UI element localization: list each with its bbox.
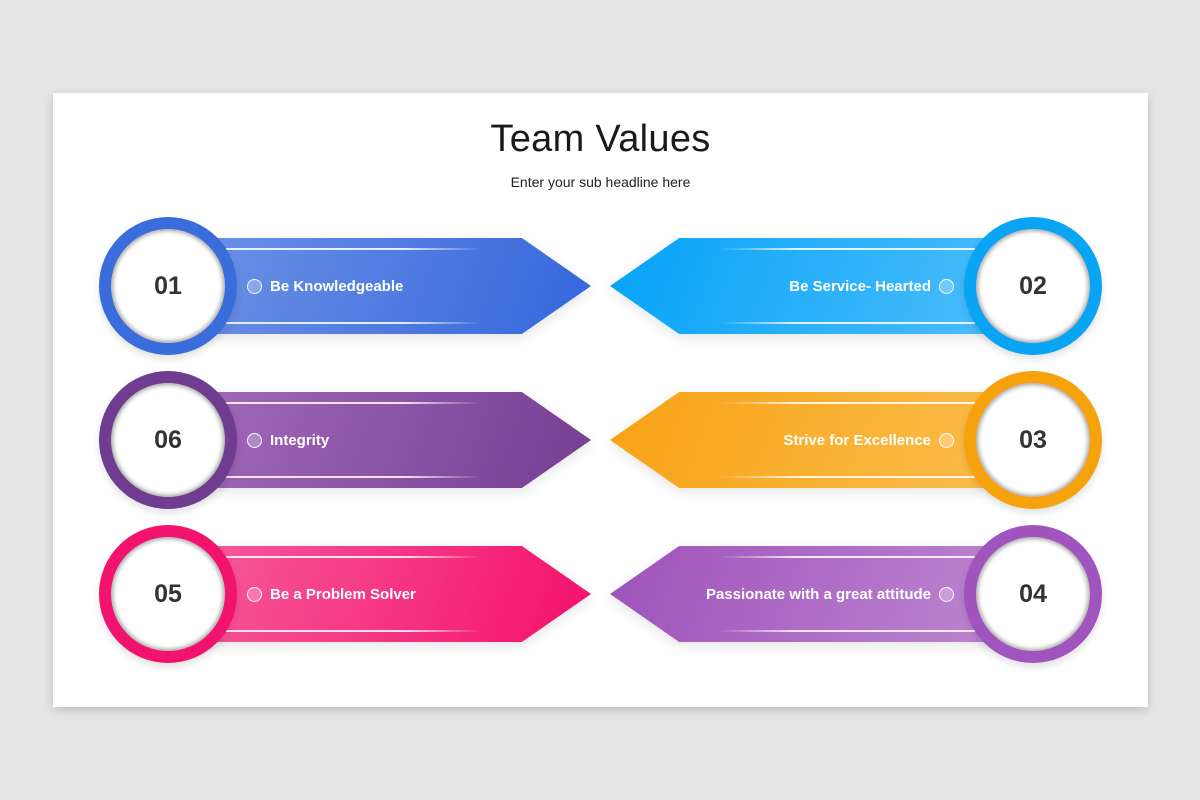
number-badge: 06	[99, 371, 237, 509]
divider-line	[171, 630, 483, 632]
divider-line	[718, 248, 1030, 250]
divider-line	[718, 630, 1030, 632]
value-item-02: Be Service- Hearted 02	[610, 217, 1102, 355]
bullet-circle-icon	[939, 586, 954, 602]
value-item-03: Strive for Excellence 03	[610, 371, 1102, 509]
number-badge: 01	[99, 217, 237, 355]
value-item-05: Be a Problem Solver 05	[99, 525, 591, 663]
bullet-circle-icon	[247, 432, 262, 448]
divider-line	[171, 556, 483, 558]
value-number: 06	[111, 383, 225, 497]
number-badge: 05	[99, 525, 237, 663]
value-label: Passionate with a great attitude	[705, 585, 931, 603]
value-number: 05	[111, 537, 225, 651]
bullet-circle-icon	[247, 586, 262, 602]
bullet-circle-icon	[247, 278, 262, 294]
divider-line	[171, 322, 483, 324]
bullet-circle-icon	[939, 432, 954, 448]
value-label: Integrity	[270, 431, 330, 449]
value-label: Be Knowledgeable	[270, 277, 404, 295]
value-item-06: Integrity 06	[99, 371, 591, 509]
value-label: Be a Problem Solver	[270, 585, 416, 603]
value-item-01: Be Knowledgeable 01	[99, 217, 591, 355]
value-banner: Integrity	[159, 392, 591, 488]
number-badge: 04	[964, 525, 1102, 663]
number-badge: 02	[964, 217, 1102, 355]
value-banner: Passionate with a great attitude	[610, 546, 1042, 642]
slide-subtitle: Enter your sub headline here	[510, 174, 691, 190]
value-item-04: Passionate with a great attitude 04	[610, 525, 1102, 663]
number-badge: 03	[964, 371, 1102, 509]
value-number: 02	[976, 229, 1090, 343]
value-label: Strive for Excellence	[783, 431, 931, 449]
divider-line	[718, 322, 1030, 324]
value-number: 03	[976, 383, 1090, 497]
value-number: 01	[111, 229, 225, 343]
divider-line	[718, 556, 1030, 558]
divider-line	[718, 402, 1030, 404]
slide: Team Values Enter your sub headline here…	[53, 93, 1148, 707]
value-label: Be Service- Hearted	[789, 277, 931, 295]
slide-title: Team Values	[490, 118, 711, 160]
divider-line	[718, 476, 1030, 478]
value-number: 04	[976, 537, 1090, 651]
divider-line	[171, 476, 483, 478]
bullet-circle-icon	[939, 278, 954, 294]
divider-line	[171, 402, 483, 404]
divider-line	[171, 248, 483, 250]
